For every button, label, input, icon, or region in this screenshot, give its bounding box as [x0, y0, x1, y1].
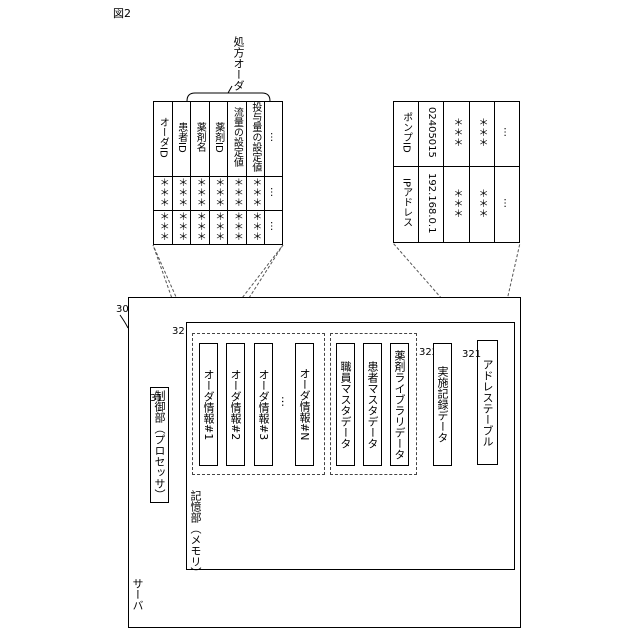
prescription-order-label: 処方オーダ: [233, 36, 244, 91]
table-cell: …: [265, 176, 283, 210]
table-cell: …: [265, 102, 283, 177]
table-cell: 患者ID: [172, 102, 191, 177]
table-row: ＊＊＊ ＊＊＊ ＊＊＊ ＊＊＊ ＊＊＊ ＊＊＊ …: [154, 176, 283, 210]
server-label: サーバ: [132, 578, 143, 611]
table-cell: …: [494, 102, 519, 167]
table-cell: ＊＊＊: [246, 176, 265, 210]
table-cell: ＊＊＊: [172, 176, 191, 210]
table-row: オーダID 患者ID 薬剤名 薬剤ID 流量の設定値 投与量の設定値 …: [154, 102, 283, 177]
table-cell: 192.168.0.1: [419, 166, 444, 242]
table-cell: 02405015: [419, 102, 444, 167]
control-label: 制御部（プロセッサ）: [154, 390, 165, 500]
address-data-table: ポンプID 02405015 ＊＊＊ ＊＊＊ … IPアドレス 192.168.…: [393, 101, 520, 243]
table-cell: ＊＊＊: [228, 176, 247, 210]
table-cell: …: [265, 210, 283, 244]
table-cell: ＊＊＊: [228, 210, 247, 244]
table-cell: ＊＊＊: [191, 176, 210, 210]
table-cell: ＊＊＊: [209, 176, 228, 210]
control-ref: 31: [150, 394, 163, 404]
table-cell: ＊＊＊: [444, 166, 469, 242]
staff-master-data: 職員マスタデータ: [336, 343, 355, 466]
table-row: ポンプID 02405015 ＊＊＊ ＊＊＊ …: [394, 102, 520, 167]
table-cell: ＊＊＊: [469, 166, 494, 242]
order-info-n: オーダ情報#N: [295, 343, 314, 466]
table-cell: …: [494, 166, 519, 242]
table-cell: ＊＊＊: [469, 102, 494, 167]
table-cell: 投与量の設定値: [246, 102, 265, 177]
table-cell: 薬剤ID: [209, 102, 228, 177]
table-cell: IPアドレス: [394, 166, 419, 242]
figure-label: 図2: [113, 8, 131, 19]
table-cell: ＊＊＊: [154, 210, 173, 244]
table-cell: ＊＊＊: [154, 176, 173, 210]
prescription-order-table: オーダID 患者ID 薬剤名 薬剤ID 流量の設定値 投与量の設定値 … ＊＊＊…: [153, 101, 283, 245]
storage-label: 記憶部（メモリ）: [190, 490, 201, 578]
table-cell: 流量の設定値: [228, 102, 247, 177]
control-box: 制御部（プロセッサ）: [150, 387, 169, 503]
order-info-3: オーダ情報#3: [254, 343, 273, 466]
table-row: IPアドレス 192.168.0.1 ＊＊＊ ＊＊＊ …: [394, 166, 520, 242]
order-info-2: オーダ情報#2: [226, 343, 245, 466]
table-cell: ＊＊＊: [172, 210, 191, 244]
table-row: ＊＊＊ ＊＊＊ ＊＊＊ ＊＊＊ ＊＊＊ ＊＊＊ …: [154, 210, 283, 244]
table-cell: 薬剤名: [191, 102, 210, 177]
address-table-ref: 321: [462, 350, 481, 360]
table-cell: ＊＊＊: [191, 210, 210, 244]
server-ref: 30: [116, 305, 129, 315]
storage-ref: 32: [172, 327, 185, 337]
table-cell: ＊＊＊: [209, 210, 228, 244]
table-cell: オーダID: [154, 102, 173, 177]
patient-master-data: 患者マスタデータ: [363, 343, 382, 466]
order-info-ellipsis: …: [280, 396, 291, 407]
execution-records: 実施記録データ: [433, 343, 452, 466]
table-cell: ＊＊＊: [444, 102, 469, 167]
drug-library-data: 薬剤ライブラリデータ: [390, 343, 409, 466]
table-cell: ＊＊＊: [246, 210, 265, 244]
table-cell: ポンプID: [394, 102, 419, 167]
order-info-1: オーダ情報#1: [199, 343, 218, 466]
